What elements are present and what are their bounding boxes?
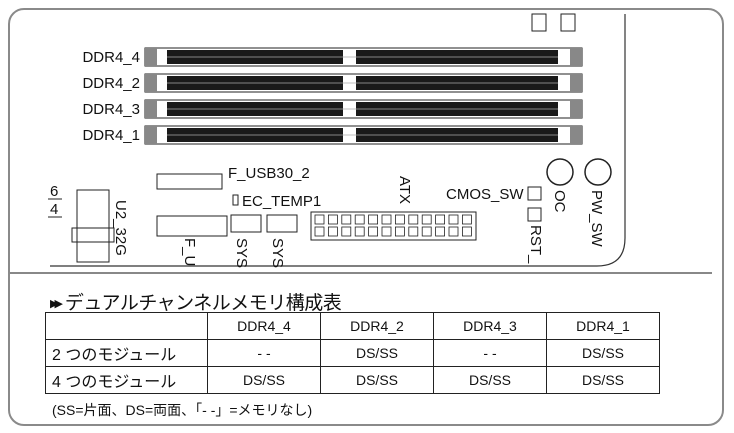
atx-pin [381, 214, 392, 225]
table-cell: DS/SS [320, 366, 434, 394]
header-cell: DDR4_1 [546, 312, 660, 340]
pw-sw-label: PW_SW [588, 190, 605, 248]
f-u-header [156, 215, 228, 237]
f-usb30-2-header [156, 173, 223, 190]
dimm-slot [144, 125, 583, 145]
dimm-slot [144, 47, 583, 67]
ec-temp1-label: EC_TEMP1 [242, 193, 321, 210]
u2-32g-label: U2_32G [112, 200, 129, 256]
table-header-row: DDR4_4 DDR4_2 DDR4_3 DDR4_1 [45, 312, 660, 340]
header-cell [45, 312, 208, 340]
header-cell: DDR4_4 [207, 312, 321, 340]
legend-note: (SS=片面、DS=両面、「- -」=メモリなし) [52, 402, 313, 418]
table-row: 2 つのモジュール - - DS/SS - - DS/SS [45, 339, 660, 367]
dimm-slot [144, 99, 583, 119]
atx-pin [408, 226, 419, 237]
atx-pin [341, 214, 352, 225]
oc-button [546, 158, 574, 186]
table-cell: DS/SS [546, 366, 660, 394]
board-outline [50, 14, 626, 267]
table-cell: DS/SS [320, 339, 434, 367]
atx-pin [327, 226, 338, 237]
atx-pin [435, 214, 446, 225]
sys-fan1-label: SYS [233, 238, 250, 268]
oc-label: OC [551, 190, 568, 213]
table-cell: - - [207, 339, 321, 367]
atx-pin [354, 226, 365, 237]
dimm-slot-label: DDR4_4 [82, 49, 140, 66]
atx-pin [314, 214, 325, 225]
table-cell: DS/SS [207, 366, 321, 394]
header-cell: DDR4_2 [320, 312, 434, 340]
atx-pin [435, 226, 446, 237]
atx-pin [354, 214, 365, 225]
section-title: ▶▶デュアルチャンネルメモリ構成表 [50, 288, 342, 315]
dimm-slot-label: DDR4_3 [82, 101, 140, 118]
atx-pin [421, 214, 432, 225]
row-label: 4 つのモジュール [45, 366, 208, 394]
memory-config-table: DDR4_4 DDR4_2 DDR4_3 DDR4_1 2 つのモジュール - … [45, 312, 660, 394]
atx-pin [461, 226, 472, 237]
atx-pin [341, 226, 352, 237]
table-row: 4 つのモジュール DS/SS DS/SS DS/SS DS/SS [45, 366, 660, 394]
f-u-label: F_U [181, 238, 198, 266]
label-6: 6 [50, 183, 58, 200]
table-cell: DS/SS [546, 339, 660, 367]
figure-frame [8, 8, 724, 426]
table-cell: - - [433, 339, 547, 367]
cmos-sw-button [527, 186, 542, 201]
cmos-sw-label: CMOS_SW [446, 186, 524, 203]
atx-pin [421, 226, 432, 237]
f-usb30-2-label: F_USB30_2 [228, 165, 310, 182]
atx-pin [381, 226, 392, 237]
dimm-slot-label: DDR4_1 [82, 127, 140, 144]
atx-pin [314, 226, 325, 237]
atx-connector [310, 211, 477, 241]
atx-label: ATX [396, 176, 413, 204]
pw-sw-button [584, 158, 612, 186]
atx-pin [394, 226, 405, 237]
atx-pin [368, 214, 379, 225]
dimm-slot [144, 73, 583, 93]
atx-pin [408, 214, 419, 225]
atx-pin [461, 214, 472, 225]
atx-pin [448, 214, 459, 225]
dimm-slot-label: DDR4_2 [82, 75, 140, 92]
atx-pin [327, 214, 338, 225]
atx-pin [394, 214, 405, 225]
table-cell: DS/SS [433, 366, 547, 394]
sys-fan2-label: SYS [269, 238, 286, 268]
double-arrow-icon: ▶▶ [50, 298, 63, 310]
label-4: 4 [50, 201, 58, 218]
header-cell: DDR4_3 [433, 312, 547, 340]
rst-button [527, 207, 542, 222]
rst-label: RST_ [527, 225, 544, 264]
atx-pin [368, 226, 379, 237]
atx-pin [448, 226, 459, 237]
section-title-text: デュアルチャンネルメモリ構成表 [64, 293, 342, 314]
row-label: 2 つのモジュール [45, 339, 208, 367]
